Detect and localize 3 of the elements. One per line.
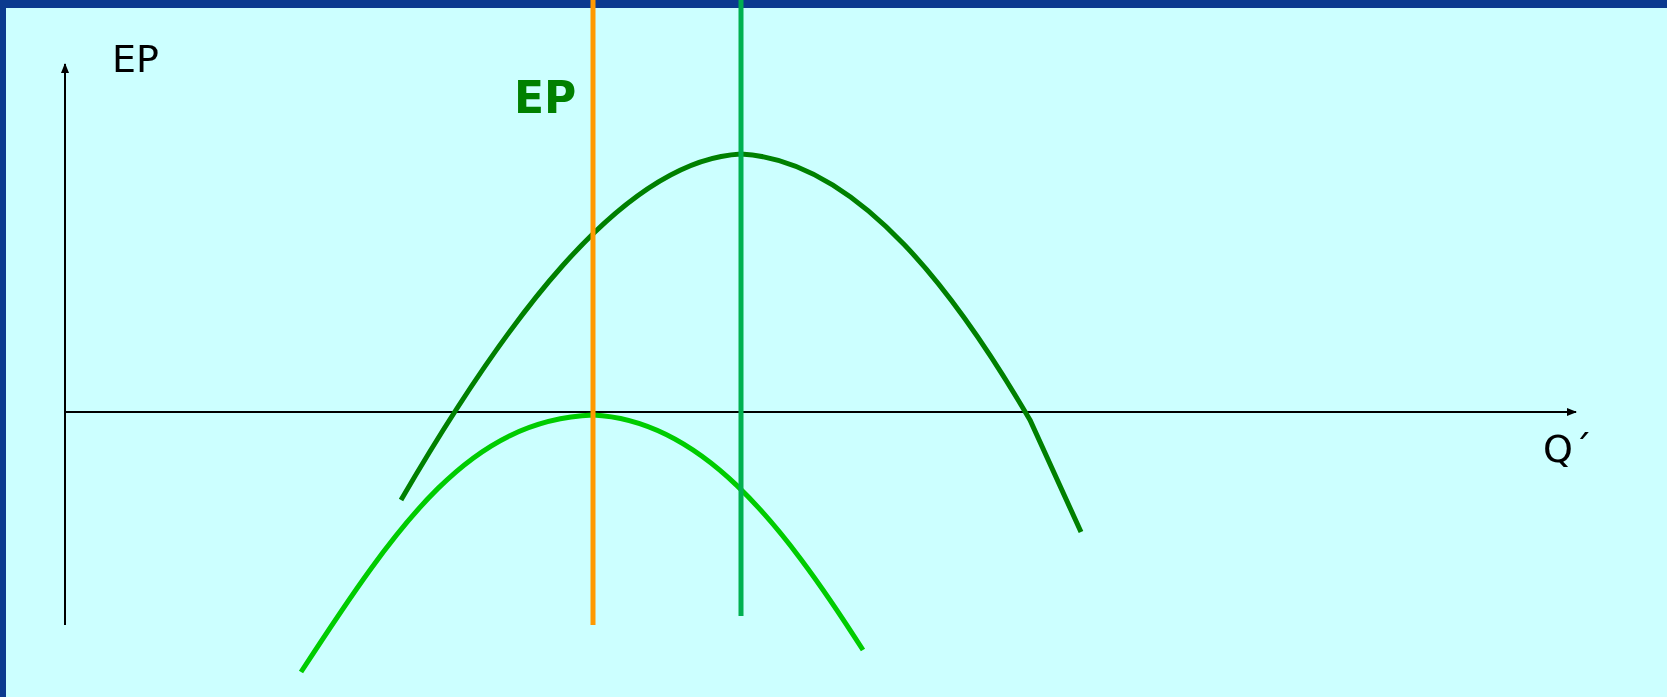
axis-label: Q´ [1543,430,1592,468]
axis-label: EP [112,40,159,78]
curve-label: EP [514,76,577,120]
